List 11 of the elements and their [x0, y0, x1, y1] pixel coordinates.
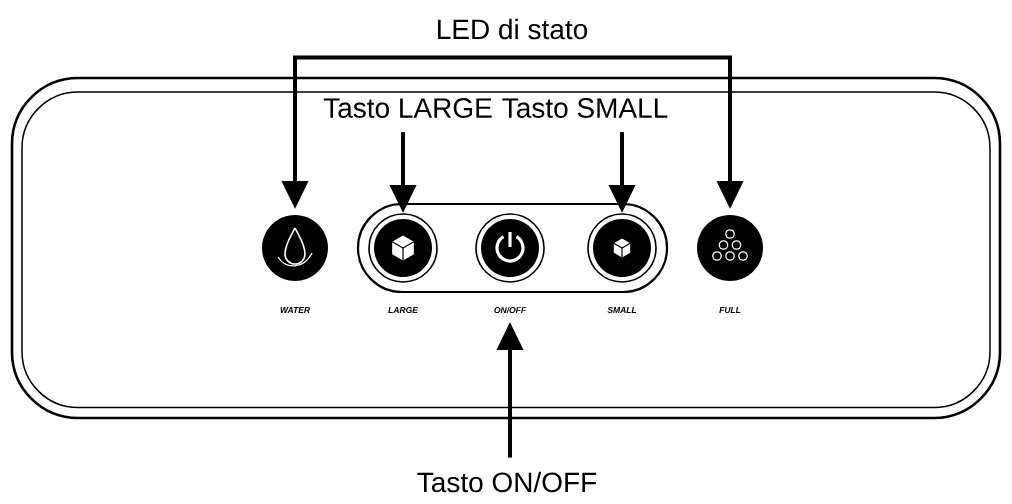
- icon-caption: FULL: [719, 307, 741, 313]
- callout-label: Tasto LARGE: [323, 98, 492, 118]
- callout-label: Tasto SMALL: [502, 98, 668, 118]
- callout-label: Tasto ON/OFF: [417, 471, 597, 493]
- button-group-outline: [356, 202, 669, 294]
- icon-caption: ON/OFF: [494, 306, 527, 314]
- callout-label: LED di stato: [438, 18, 588, 40]
- control-panel-outline: [10, 76, 1002, 420]
- icon-caption: LARGE: [388, 307, 419, 313]
- icon-caption: SMALL: [607, 307, 637, 313]
- icon-caption: WATER: [280, 307, 310, 313]
